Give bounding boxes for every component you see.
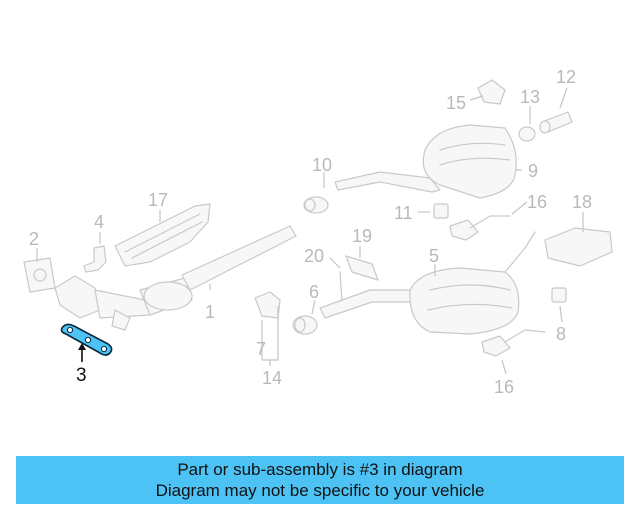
banner-line-1: Part or sub-assembly is #3 in diagram <box>177 460 463 479</box>
part-16-bracket-lower <box>481 329 546 357</box>
callout-13: 13 <box>520 87 540 107</box>
callout-17: 17 <box>148 190 168 210</box>
info-banner: Part or sub-assembly is #3 in diagram Di… <box>16 456 624 504</box>
callout-16-upper: 16 <box>527 192 547 212</box>
callout-6: 6 <box>309 282 319 302</box>
part-3-leader <box>78 343 86 362</box>
callout-1: 1 <box>205 302 215 322</box>
callout-3: 3 <box>76 365 87 386</box>
part-7-14-bracket <box>254 291 281 319</box>
part-1-pipe <box>181 225 297 291</box>
callout-14: 14 <box>262 368 282 388</box>
part-3-highlighted <box>60 323 113 356</box>
callout-4: 4 <box>94 212 104 232</box>
part-9-rear-muffler <box>422 124 517 199</box>
callout-9: 9 <box>528 161 538 181</box>
exhaust-parts-diagram: 1 2 3 4 5 6 7 8 9 10 11 12 13 14 15 16 1… <box>23 67 613 397</box>
callout-15: 15 <box>446 93 466 113</box>
part-11-hanger <box>433 203 449 219</box>
callout-16-lower: 16 <box>494 377 514 397</box>
leader-lines <box>36 87 584 375</box>
part-12-tail-pipe-tip <box>539 111 573 134</box>
part-17-heat-shield <box>114 203 211 267</box>
banner-line-2: Diagram may not be specific to your vehi… <box>155 481 485 500</box>
part-13-clamp <box>518 126 536 142</box>
part-19-shield <box>345 255 379 281</box>
callout-20: 20 <box>304 246 324 266</box>
callout-12: 12 <box>556 67 576 87</box>
part-20-bolt <box>339 271 343 303</box>
part-18-heat-shield <box>544 227 613 267</box>
part-4-bracket <box>83 245 107 273</box>
callout-labels: 1 2 3 4 5 6 7 8 9 10 11 12 13 14 15 16 1… <box>29 67 592 397</box>
front-pipe-catalytic-converter <box>54 275 193 331</box>
callout-5: 5 <box>429 246 439 266</box>
callout-11: 11 <box>394 203 413 223</box>
callout-18: 18 <box>572 192 592 212</box>
part-5-center-muffler <box>319 231 536 335</box>
callout-10: 10 <box>312 155 332 175</box>
part-10-clamp <box>303 196 329 214</box>
part-2-gasket <box>23 257 56 293</box>
callout-8: 8 <box>556 324 566 344</box>
part-15-hanger <box>477 79 506 105</box>
rear-pipe <box>334 171 441 193</box>
callout-2: 2 <box>29 229 39 249</box>
callout-7: 7 <box>256 339 266 359</box>
callout-19: 19 <box>352 226 372 246</box>
part-16-bracket-upper <box>449 215 511 241</box>
part-6-clamp <box>292 315 318 335</box>
part-8-hanger <box>551 287 567 303</box>
